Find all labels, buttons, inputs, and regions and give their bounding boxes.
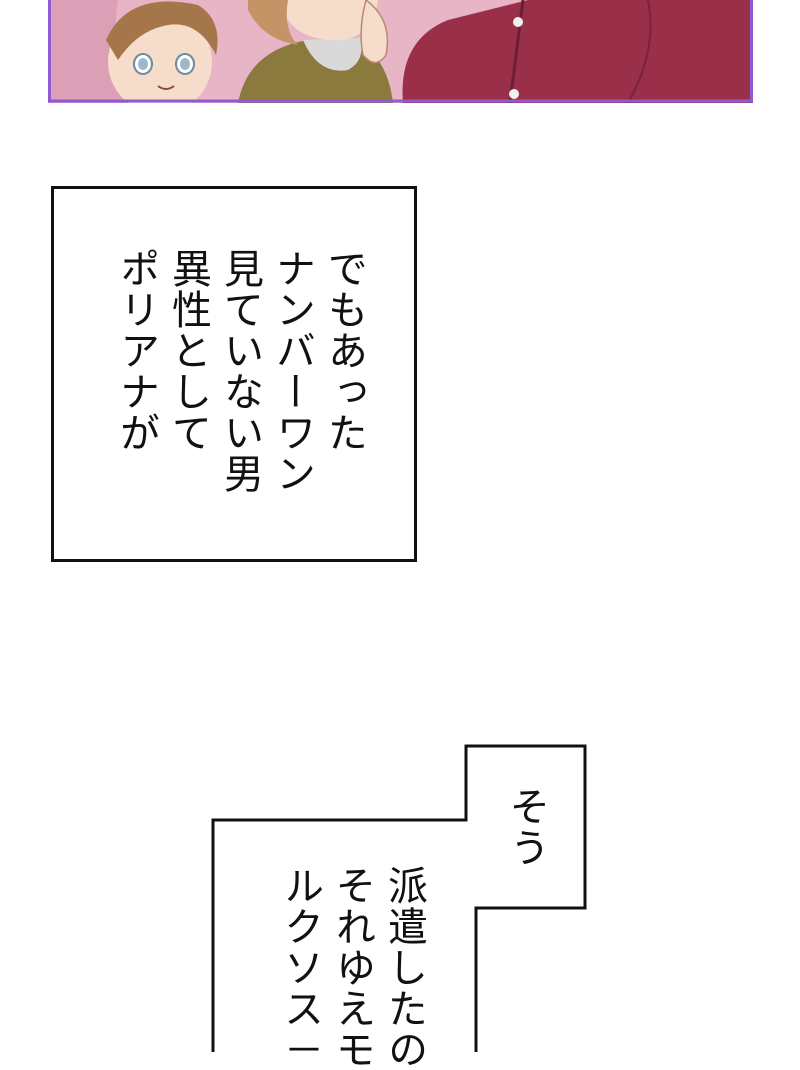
caption-2-short-line: そう <box>503 786 549 868</box>
woman-neck <box>278 0 378 41</box>
boy-mouth <box>157 85 175 90</box>
caption-2-line-2: それゆえモ <box>329 865 375 1070</box>
caption-2-line-3: 派遣したの <box>381 865 427 1070</box>
caption-1-line-1: ポリアナが <box>113 248 159 453</box>
caption-1-text: でもあった ナンバーワン 見ていない男 異性として ポリアナが <box>110 248 370 538</box>
boy-pupil-right <box>180 58 190 70</box>
boy-pupil-left <box>138 58 148 70</box>
boy-hair <box>106 1 218 60</box>
hand <box>360 0 389 64</box>
caption-2-line-1: ルクソス－ <box>277 865 323 1070</box>
caption-1-line-2: 異性として <box>165 248 211 453</box>
shirt-button-2 <box>509 89 519 99</box>
woman-collar <box>303 38 362 71</box>
caption-2-text: 派遣したの それゆえモ ルクソス－ <box>274 865 430 1070</box>
caption-1-line-3: 見ていない男 <box>217 248 263 494</box>
illustration-art <box>48 0 753 103</box>
caption-box-1 <box>51 186 417 562</box>
shirt-button-1 <box>513 17 523 27</box>
shirt-fold <box>627 0 652 103</box>
man-shirt <box>402 0 753 103</box>
panel-border <box>48 0 753 103</box>
woman-hair <box>248 0 298 45</box>
caption-1-line-4: ナンバーワン <box>269 248 315 494</box>
illustration-panel <box>48 0 753 103</box>
caption-1-line-5: でもあった <box>321 248 367 453</box>
